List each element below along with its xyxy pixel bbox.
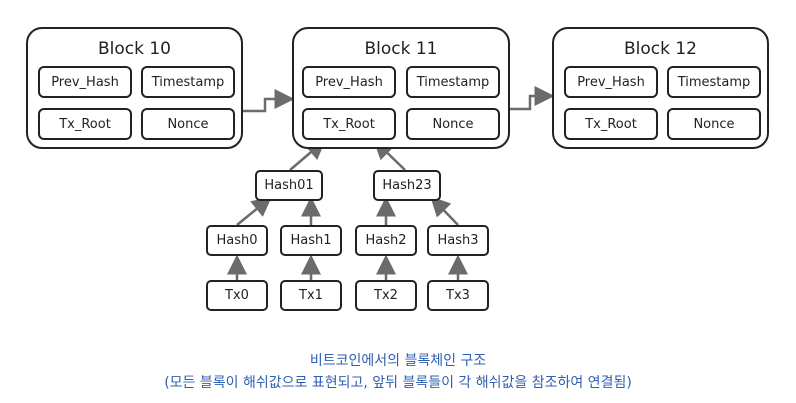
prev-hash-field: Prev_Hash [302,66,396,98]
block-12: Block 12 Prev_Hash Timestamp Tx_Root Non… [552,27,769,149]
tx3-node: Tx3 [427,280,489,311]
block-title: Block 11 [364,39,438,59]
hash1-node: Hash1 [280,225,342,256]
prev-hash-field: Prev_Hash [38,66,132,98]
block11-to-block12-arrow [510,86,555,111]
block-11: Block 11 Prev_Hash Timestamp Tx_Root Non… [292,27,510,149]
tx-root-field: Tx_Root [564,108,658,140]
hash2-node: Hash2 [355,225,417,256]
block-10: Block 10 Prev_Hash Timestamp Tx_Root Non… [26,27,243,149]
tx0-node: Tx0 [206,280,268,311]
tx2-node: Tx2 [355,280,417,311]
nonce-field: Nonce [406,108,500,140]
prev-hash-field: Prev_Hash [564,66,658,98]
tx1-node: Tx1 [280,280,342,311]
hash23-node: Hash23 [373,170,441,201]
hash01-node: Hash01 [255,170,323,201]
tx-root-field: Tx_Root [38,108,132,140]
timestamp-field: Timestamp [406,66,500,98]
caption-title: 비트코인에서의 블록체인 구조 [309,353,487,369]
nonce-field: Nonce [667,108,761,140]
nonce-field: Nonce [141,108,235,140]
timestamp-field: Timestamp [667,66,761,98]
tx-root-field: Tx_Root [302,108,396,140]
hash0-node: Hash0 [206,225,268,256]
block-title: Block 12 [623,39,697,59]
caption-subtitle: (모든 블록이 해쉬값으로 표현되고, 앞뒤 블록들이 각 해쉬값을 참조하여 … [164,375,632,391]
hash3-node: Hash3 [427,225,489,256]
block10-to-block11-arrow [243,89,295,113]
timestamp-field: Timestamp [141,66,235,98]
hash0-to-hash01-arrow [236,196,272,226]
block-title: Block 10 [97,39,171,59]
hash3-to-hash23-arrow [430,196,459,226]
